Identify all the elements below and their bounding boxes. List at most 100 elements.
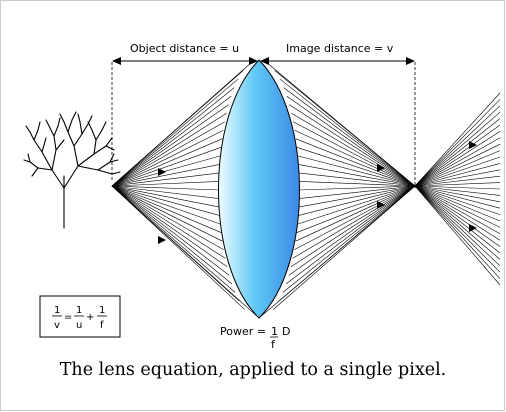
converging-ray — [290, 185, 416, 268]
converging-ray — [258, 185, 416, 319]
incoming-ray — [111, 185, 222, 233]
converging-ray — [295, 138, 416, 187]
converging-ray — [274, 70, 416, 187]
converging-ray — [298, 164, 416, 187]
converging-ray — [288, 185, 416, 276]
incoming-ray — [111, 121, 226, 187]
diverging-ray — [414, 150, 501, 187]
ray-arrowhead — [158, 168, 166, 176]
incoming-ray — [111, 147, 222, 187]
tree-icon — [23, 111, 121, 229]
converging-ray — [295, 185, 416, 242]
eq-lhs-numerator: 1 — [54, 305, 60, 316]
converging-ray — [294, 129, 416, 187]
converging-ray — [297, 155, 416, 187]
diverging-ray — [414, 175, 501, 187]
incoming-ray — [111, 104, 229, 187]
converging-ray — [283, 87, 416, 187]
diverging-ray — [414, 185, 501, 196]
eq-term2-denominator: f — [100, 320, 104, 331]
converging-ray — [292, 185, 416, 259]
converging-ray — [298, 185, 416, 208]
diverging-ray — [414, 137, 501, 187]
lens-equation-box: 1 v = 1 u + 1 f — [39, 295, 121, 338]
ray-arrowhead — [377, 201, 385, 209]
diverging-ray — [414, 185, 501, 222]
incoming-ray — [111, 112, 227, 187]
incoming-ray — [111, 87, 235, 187]
converging-ray — [298, 185, 416, 191]
diverging-ray — [414, 185, 501, 190]
diverging-ray — [414, 185, 501, 235]
incoming-ray — [111, 181, 220, 187]
lens-power-label: Power = 1 f D — [220, 325, 290, 350]
object-distance-label: Object distance = u — [130, 42, 239, 55]
incoming-ray — [111, 185, 245, 310]
incoming-ray — [111, 95, 232, 187]
diverging-ray — [414, 118, 501, 187]
diverging-ray — [414, 185, 501, 279]
incoming-ray — [111, 185, 260, 319]
converging-ray — [298, 172, 416, 187]
incoming-ray — [111, 185, 220, 199]
ray-arrowhead — [158, 236, 166, 244]
diverging-ray — [414, 182, 501, 187]
incoming-ray — [111, 70, 244, 187]
incoming-ray — [111, 185, 220, 191]
object-distance-arrow — [112, 57, 258, 65]
diverging-ray — [414, 143, 501, 187]
converging-ray — [296, 147, 416, 187]
diverging-ray — [414, 163, 501, 187]
power-denominator: f — [271, 338, 276, 350]
ray-arrowhead — [377, 164, 385, 172]
eq-term2-numerator: 1 — [99, 305, 105, 316]
figure-caption: The lens equation, applied to a single p… — [59, 360, 447, 380]
diverging-ray — [414, 156, 501, 187]
diverging-ray — [414, 185, 501, 260]
converging-ray — [294, 185, 416, 250]
converging-ray — [286, 95, 416, 187]
incoming-ray — [111, 185, 236, 293]
converging-ray — [292, 121, 416, 187]
image-distance-arrow — [260, 57, 415, 65]
converging-ray — [282, 185, 416, 293]
converging-ray — [298, 185, 416, 199]
converging-ray — [296, 185, 416, 233]
incoming-ray — [111, 185, 233, 285]
eq-plus: + — [86, 312, 94, 323]
eq-equals: = — [64, 312, 72, 323]
eq-lhs-denominator: v — [54, 320, 60, 331]
incoming-ray — [111, 155, 221, 187]
incoming-ray — [111, 185, 220, 216]
diverging-ray — [414, 185, 501, 228]
eq-term1-numerator: 1 — [76, 305, 82, 316]
incoming-ray — [111, 185, 224, 250]
diverging-ray — [414, 185, 501, 209]
diverging-ray — [414, 185, 501, 203]
power-prefix: Power = — [220, 325, 266, 338]
diverging-ray-fan — [414, 92, 501, 286]
power-numerator: 1 — [271, 325, 278, 338]
converging-ray — [291, 112, 416, 187]
incoming-ray — [111, 129, 224, 187]
diverging-ray — [414, 92, 501, 187]
diverging-ray — [414, 131, 501, 187]
object-ray-fan — [111, 61, 260, 319]
diverging-ray — [414, 185, 501, 247]
lens-diagram: Object distance = u Image distance = v P… — [23, 42, 501, 350]
diverging-ray — [414, 99, 501, 187]
converging-ray — [289, 104, 416, 187]
diverging-ray — [414, 111, 501, 187]
eq-term1-denominator: u — [76, 320, 82, 331]
power-unit: D — [282, 325, 290, 338]
diverging-ray — [414, 185, 501, 286]
diverging-ray — [414, 169, 501, 187]
image-ray-fan — [258, 61, 416, 319]
converging-ray — [298, 181, 416, 187]
diverging-ray — [414, 185, 501, 241]
incoming-ray — [111, 172, 220, 187]
converging-ray — [297, 185, 416, 225]
incoming-ray — [111, 185, 220, 208]
incoming-ray — [111, 138, 223, 187]
diverging-ray — [414, 105, 501, 187]
